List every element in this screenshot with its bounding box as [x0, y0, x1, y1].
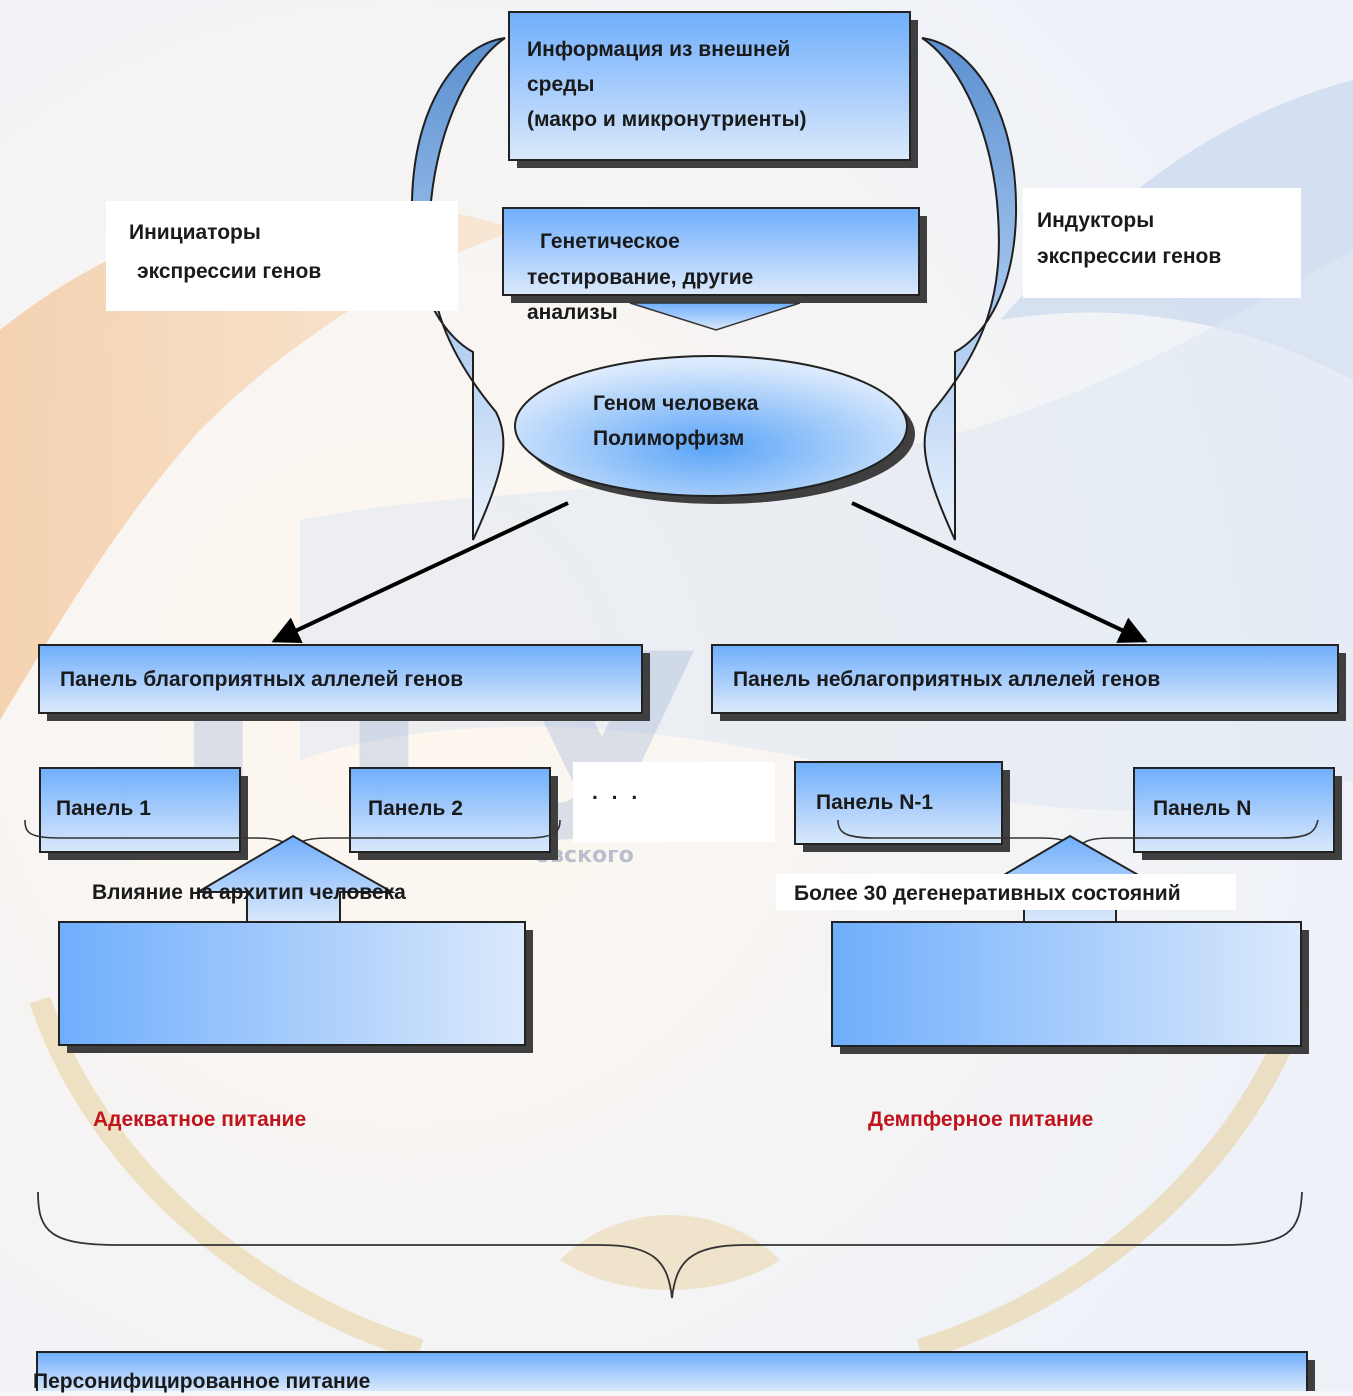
genetic-testing-arrow [629, 302, 801, 331]
genetic-testing-line-2: тестирование, другие [527, 266, 754, 289]
panel-n-minus-1-box [794, 761, 1003, 845]
environment-info-line-1: Информация из внешней [527, 38, 791, 61]
initiators-curved-arrow [410, 37, 506, 541]
genetic-testing-line-3: анализы [527, 301, 618, 324]
adequate-up-arrow [194, 834, 396, 923]
bg-wheat-center [560, 1215, 780, 1290]
bg-wheat-right [916, 996, 1311, 1361]
inductors-label-bg [1023, 188, 1301, 298]
genetic-testing-line-1: Генетическое [540, 230, 680, 253]
unfavorable-panel-box [711, 644, 1339, 714]
bg-wheat-left [29, 996, 424, 1361]
personalized-nutrition-box [36, 1351, 1308, 1391]
panel-n-label: Панель N [1153, 797, 1252, 820]
arrow-to-unfavorable-panel [851, 501, 1148, 643]
environment-info-line-2: среды [527, 73, 595, 96]
initiators-label-bg [106, 201, 458, 311]
genome-line-2: Полиморфизм [593, 427, 745, 450]
degenerative-label-bg [776, 874, 1236, 910]
genome-ellipse [514, 355, 908, 497]
archetype-influence-label: Влияние на архитип человека [92, 881, 406, 904]
adequate-nutrition-label: Адекватное питание [93, 1108, 307, 1131]
initiators-line-1: Инициаторы [129, 221, 261, 244]
panel-1-label: Панель 1 [56, 797, 151, 820]
favorable-panel-box [38, 644, 643, 714]
initiators-line-2: экспрессии генов [137, 260, 322, 283]
adequate-nutrition-box [58, 921, 526, 1046]
ellipsis-bg [573, 762, 775, 842]
panel-2-label: Панель 2 [368, 797, 463, 820]
arrow-to-favorable-panel [271, 501, 569, 643]
environment-info-box [508, 11, 911, 161]
panel-n-minus-1-label: Панель N-1 [816, 791, 934, 814]
ellipsis-label: . . . [592, 781, 642, 804]
damper-nutrition-box [831, 921, 1302, 1047]
genome-line-1: Геном человека [593, 392, 759, 415]
favorable-panel-label: Панель благоприятных аллелей генов [60, 668, 464, 691]
unfavorable-panel-label: Панель неблагоприятных аллелей генов [733, 668, 1161, 691]
degenerative-states-label: Более 30 дегенеративных состояний [794, 882, 1181, 905]
environment-info-line-3: (макро и микронутриенты) [527, 108, 807, 131]
damper-nutrition-label: Демпферное питание [868, 1108, 1094, 1131]
personalized-brace [37, 1191, 1303, 1299]
inductors-line-2: экспрессии генов [1037, 245, 1222, 268]
bg-orange-arc [0, 202, 520, 720]
personalized-nutrition-label: Персонифицированное питание [33, 1370, 371, 1393]
inductors-line-1: Индукторы [1037, 209, 1155, 232]
genetic-testing-box [502, 207, 920, 296]
inductors-curved-arrow [921, 37, 1018, 541]
